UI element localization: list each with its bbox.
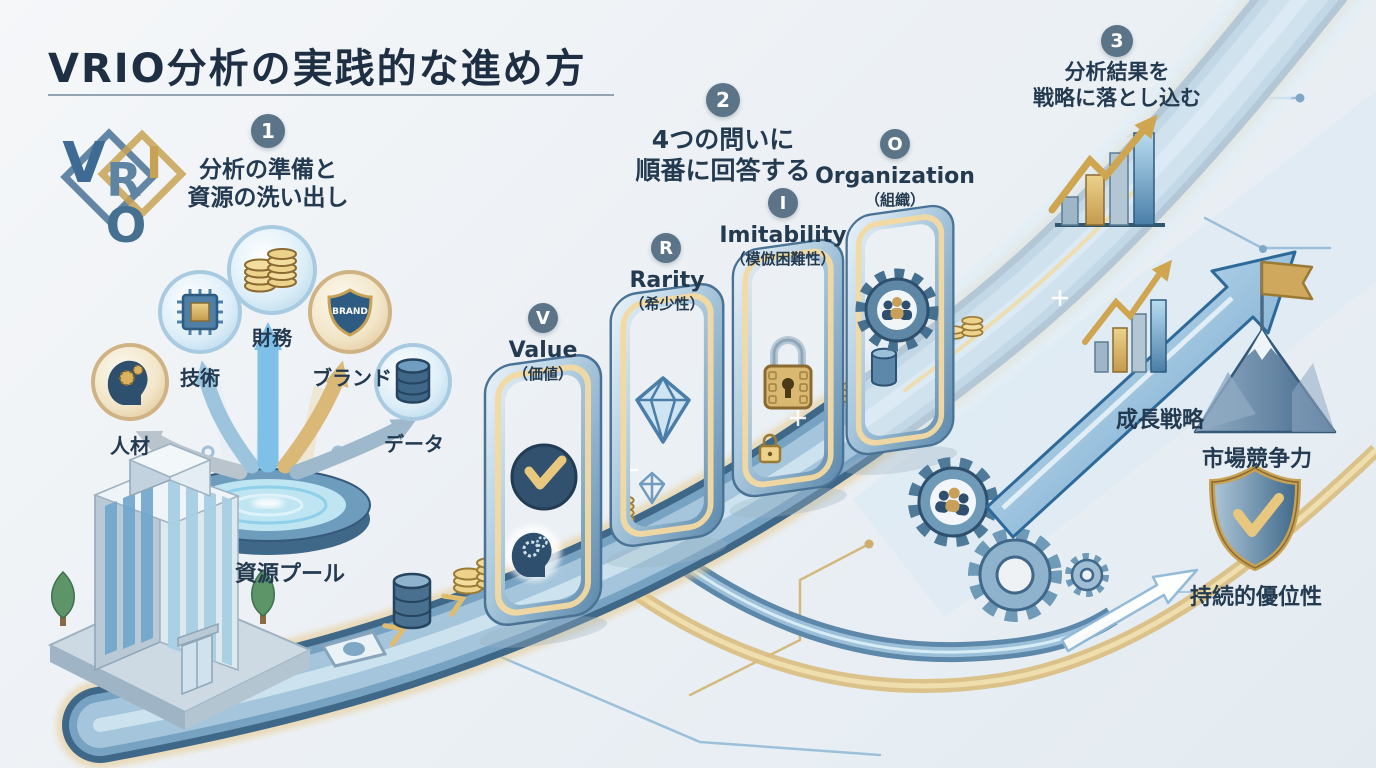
resource-gijutsu <box>158 270 242 354</box>
database-icon <box>395 358 431 404</box>
step-2-badge: 2 <box>706 83 740 117</box>
gate-i-badge: I <box>768 188 798 218</box>
gear-people-icon <box>855 268 939 352</box>
gate-r-name: Rarity <box>629 268 705 293</box>
step-2-label-line2: 順番に回答する <box>635 156 811 185</box>
pool-label: 資源プール <box>234 562 346 587</box>
microchip-icon <box>177 289 223 335</box>
shield-check-icon <box>1208 464 1302 572</box>
person-gears-icon <box>107 360 148 405</box>
coins-icon <box>244 248 297 293</box>
people-group-icon <box>882 297 912 320</box>
tree-icon <box>251 568 275 624</box>
resource-jinzai <box>91 343 169 421</box>
logo-letter-o: O <box>106 198 147 254</box>
resource-label-gijutsu: 技術 <box>180 366 220 390</box>
outcome-label-market: 市場競争力 <box>1201 447 1313 472</box>
resource-label-brand: ブランド <box>312 366 392 390</box>
gate-v-badge: V <box>528 303 558 333</box>
logo-letter-i: I <box>146 138 162 189</box>
road-chevrons <box>382 593 467 647</box>
resource-zaimu <box>227 225 317 315</box>
gate-v-name-ja: （価値） <box>512 365 574 383</box>
step-1-badge: 1 <box>251 114 285 148</box>
page-title: VRIO分析の実践的な進め方 <box>48 46 587 92</box>
gate-o-name-ja: （組織） <box>864 191 926 209</box>
gate-i-name-ja: （模倣困難性） <box>730 250 836 268</box>
resource-label-zaimu: 財務 <box>252 326 292 350</box>
tree-icon <box>51 570 75 626</box>
advantage-arrow <box>1060 568 1199 653</box>
outcome-label-advantage: 持続的優位性 <box>1189 585 1323 610</box>
bar-chart-growth <box>1082 259 1173 373</box>
padlock-icon <box>763 336 813 410</box>
banknote-icon <box>320 630 388 668</box>
title-underline <box>48 94 614 96</box>
step-3-label-line2: 戦略に落とし込む <box>1033 86 1201 110</box>
gate-o-name: Organization <box>815 164 975 189</box>
vrio-logo: V I R O <box>60 128 187 254</box>
database-icon-road <box>392 572 432 630</box>
bar-chart-top <box>1048 114 1165 227</box>
gear-icon-small <box>1065 553 1109 597</box>
step-2-label-line1: 4つの問いに <box>651 125 795 154</box>
gold-trend-arrow <box>1048 128 1146 214</box>
logo-letter-r: R <box>106 153 141 207</box>
gate-v-name: Value <box>508 338 578 363</box>
step-1-label-line1: 分析の準備と <box>199 157 337 183</box>
resource-label-data: データ <box>384 432 444 456</box>
diamond-icon <box>635 376 691 444</box>
gate-i-name: Imitability <box>719 223 847 248</box>
checkmark-icon <box>510 443 578 511</box>
gate-r-badge: R <box>651 233 681 263</box>
step-3-label-line1: 分析結果を <box>1064 60 1170 84</box>
gate-o-badge: O <box>880 129 910 159</box>
gate-r-name-ja: （希少性） <box>629 295 705 313</box>
step-1-label-line2: 資源の洗い出し <box>187 185 349 211</box>
building-entrance <box>177 622 219 696</box>
outcome-label-growth: 成長戦略 <box>1115 408 1205 433</box>
resource-brand: BRAND <box>308 270 392 354</box>
logo-letter-v: V <box>62 131 106 196</box>
office-building <box>47 442 313 730</box>
brand-shield-icon: BRAND <box>327 288 373 337</box>
gold-trend-arrow <box>1082 273 1161 345</box>
resource-data <box>374 343 452 421</box>
step-3-badge: 3 <box>1101 25 1133 57</box>
mountain-flag-icon <box>1193 260 1337 434</box>
brand-badge-text: BRAND <box>332 307 368 317</box>
gear-people-icon <box>908 457 998 547</box>
resource-label-jinzai: 人材 <box>110 434 150 458</box>
